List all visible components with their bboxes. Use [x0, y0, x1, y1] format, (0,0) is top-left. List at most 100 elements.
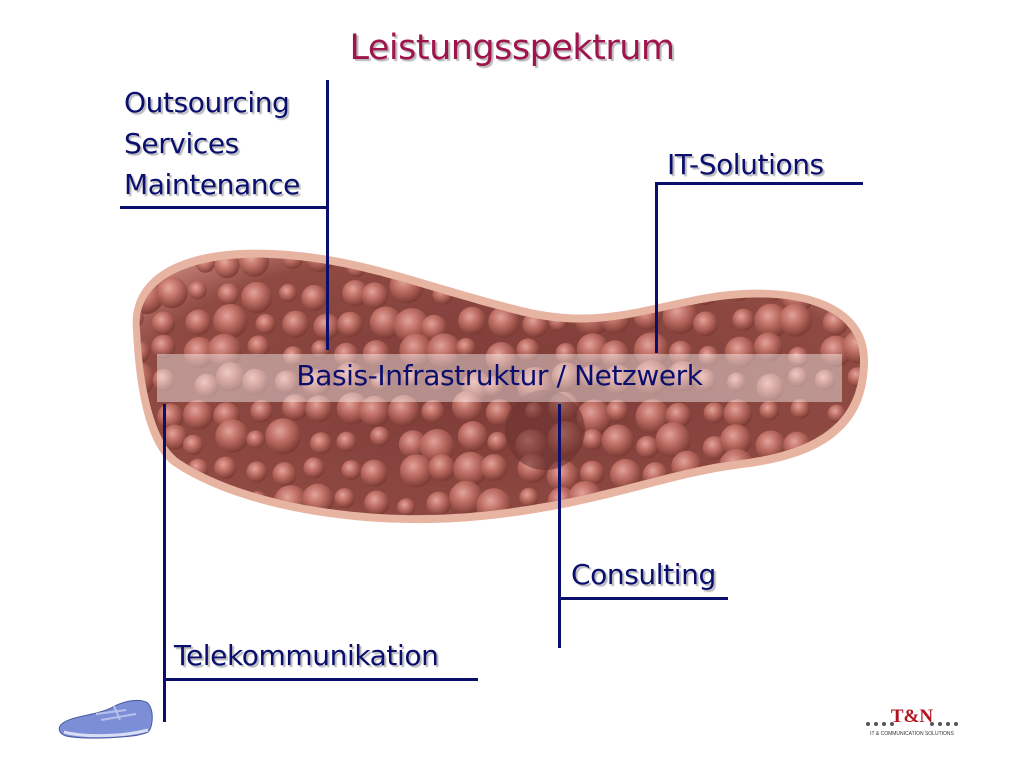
sole-bubble: [397, 498, 416, 516]
it-solutions-label: IT-Solutions: [667, 148, 824, 181]
sole-bubble: [370, 372, 389, 391]
sole-bubble: [337, 311, 363, 338]
sole-bubble: [216, 494, 235, 513]
sole-bubble: [426, 333, 462, 369]
sole-bubble: [301, 368, 331, 398]
outsourcing-label-group: Outsourcing Services Maintenance: [124, 82, 300, 205]
sole-bubble: [852, 257, 860, 278]
it-solutions-vertical-line: [655, 183, 658, 353]
sole-bubble: [188, 281, 207, 300]
sole-bubble: [217, 283, 240, 306]
sole-bubble: [449, 480, 483, 515]
sole-bubble: [255, 313, 276, 335]
sole-bubble: [551, 362, 580, 391]
sneaker-icon: [58, 699, 153, 739]
sole-bubble: [788, 367, 808, 387]
sole-bubble: [846, 421, 860, 452]
sole-bubble: [480, 454, 508, 481]
sole-bubble: [601, 424, 634, 457]
sole-bubble: [693, 368, 716, 392]
maintenance-label: Maintenance: [124, 168, 300, 201]
sole-bubble: [488, 306, 520, 338]
sole-bubble: [788, 346, 809, 368]
sole-bubble: [841, 284, 860, 309]
sole-bubble: [846, 493, 860, 514]
sole-bubble: [421, 399, 445, 423]
sole-bubble: [579, 364, 604, 389]
sole-bubble: [207, 333, 242, 368]
sole-bubble: [427, 371, 448, 391]
sole-bubble: [246, 430, 265, 449]
sole-bubble: [665, 402, 692, 429]
sole-bubble: [786, 257, 813, 273]
outsourcing-vertical-line: [326, 80, 329, 350]
sole-bubble: [151, 334, 176, 359]
sole-bubble: [604, 257, 634, 280]
sole-bubble: [519, 487, 539, 507]
sole-bubble: [511, 257, 544, 277]
sole-bubble: [334, 342, 359, 367]
sole-bubble: [247, 335, 270, 358]
sole-bubble: [485, 399, 513, 427]
company-logo: T&N IT & COMMUNICATION SOLUTIONS: [864, 698, 964, 740]
sole-bubble: [402, 368, 421, 387]
sole-bubble: [580, 460, 605, 486]
sole-bubble: [194, 493, 215, 515]
sole-bubble: [606, 399, 629, 422]
sole-bubble: [361, 282, 388, 309]
consulting-vertical-line: [558, 404, 561, 648]
basis-infrastruktur-label: Basis-Infrastruktur / Netzwerk: [296, 359, 703, 392]
sole-bubble: [282, 310, 310, 338]
sole-bubble: [457, 421, 488, 452]
sole-bubble: [388, 394, 420, 427]
sole-bubble: [278, 283, 298, 303]
sole-bubble: [182, 434, 204, 456]
sole-bubble: [699, 257, 726, 277]
sole-bubble: [576, 399, 612, 435]
sole-bubble: [756, 373, 785, 402]
sole-bubble: [341, 460, 362, 480]
sole-bubble: [698, 345, 719, 367]
sole-bubble: [730, 483, 762, 514]
sole-bubble: [732, 308, 755, 331]
sole-bubble: [163, 488, 184, 508]
sole-bubble: [139, 257, 155, 271]
sole-bubble: [362, 340, 390, 367]
sole-bubble: [667, 361, 699, 392]
sole-bubble: [808, 451, 842, 484]
sole-bubble: [214, 456, 237, 479]
consulting-underline: [558, 597, 728, 600]
sole-bubble: [600, 340, 630, 369]
outsourcing-label: Outsourcing: [124, 86, 290, 119]
sole-bubble: [250, 399, 273, 423]
sole-bubble: [638, 488, 671, 516]
sole-bubble: [783, 492, 812, 516]
sole-bubble: [246, 461, 268, 483]
sole-bubble: [747, 484, 780, 516]
sole-bubble: [719, 257, 756, 279]
sole-bubble: [483, 257, 512, 272]
sole-bubble: [399, 454, 433, 488]
sole-bubble: [636, 435, 659, 459]
sole-bubble: [513, 282, 534, 303]
sole-bubble: [426, 491, 451, 516]
sole-bubble: [458, 306, 487, 335]
sole-bubble: [139, 451, 163, 484]
outsourcing-underline: [120, 206, 328, 209]
sole-bubble: [451, 390, 484, 422]
sole-bubble: [213, 303, 248, 339]
sole-bubble: [281, 394, 309, 421]
sole-bubble: [635, 399, 670, 434]
sole-bubble: [139, 490, 154, 516]
sole-bubble: [759, 400, 780, 421]
sole-bubble: [334, 362, 365, 393]
sole-bubble: [727, 372, 747, 392]
sole-bubble: [723, 399, 753, 428]
sole-bubble: [693, 311, 719, 337]
sole-bubble: [581, 428, 604, 451]
sole-bubble: [779, 303, 812, 337]
sole-bubble: [753, 332, 783, 362]
sole-bubble: [398, 257, 420, 274]
sole-bubble: [720, 424, 752, 456]
sole-bubble: [572, 257, 607, 276]
